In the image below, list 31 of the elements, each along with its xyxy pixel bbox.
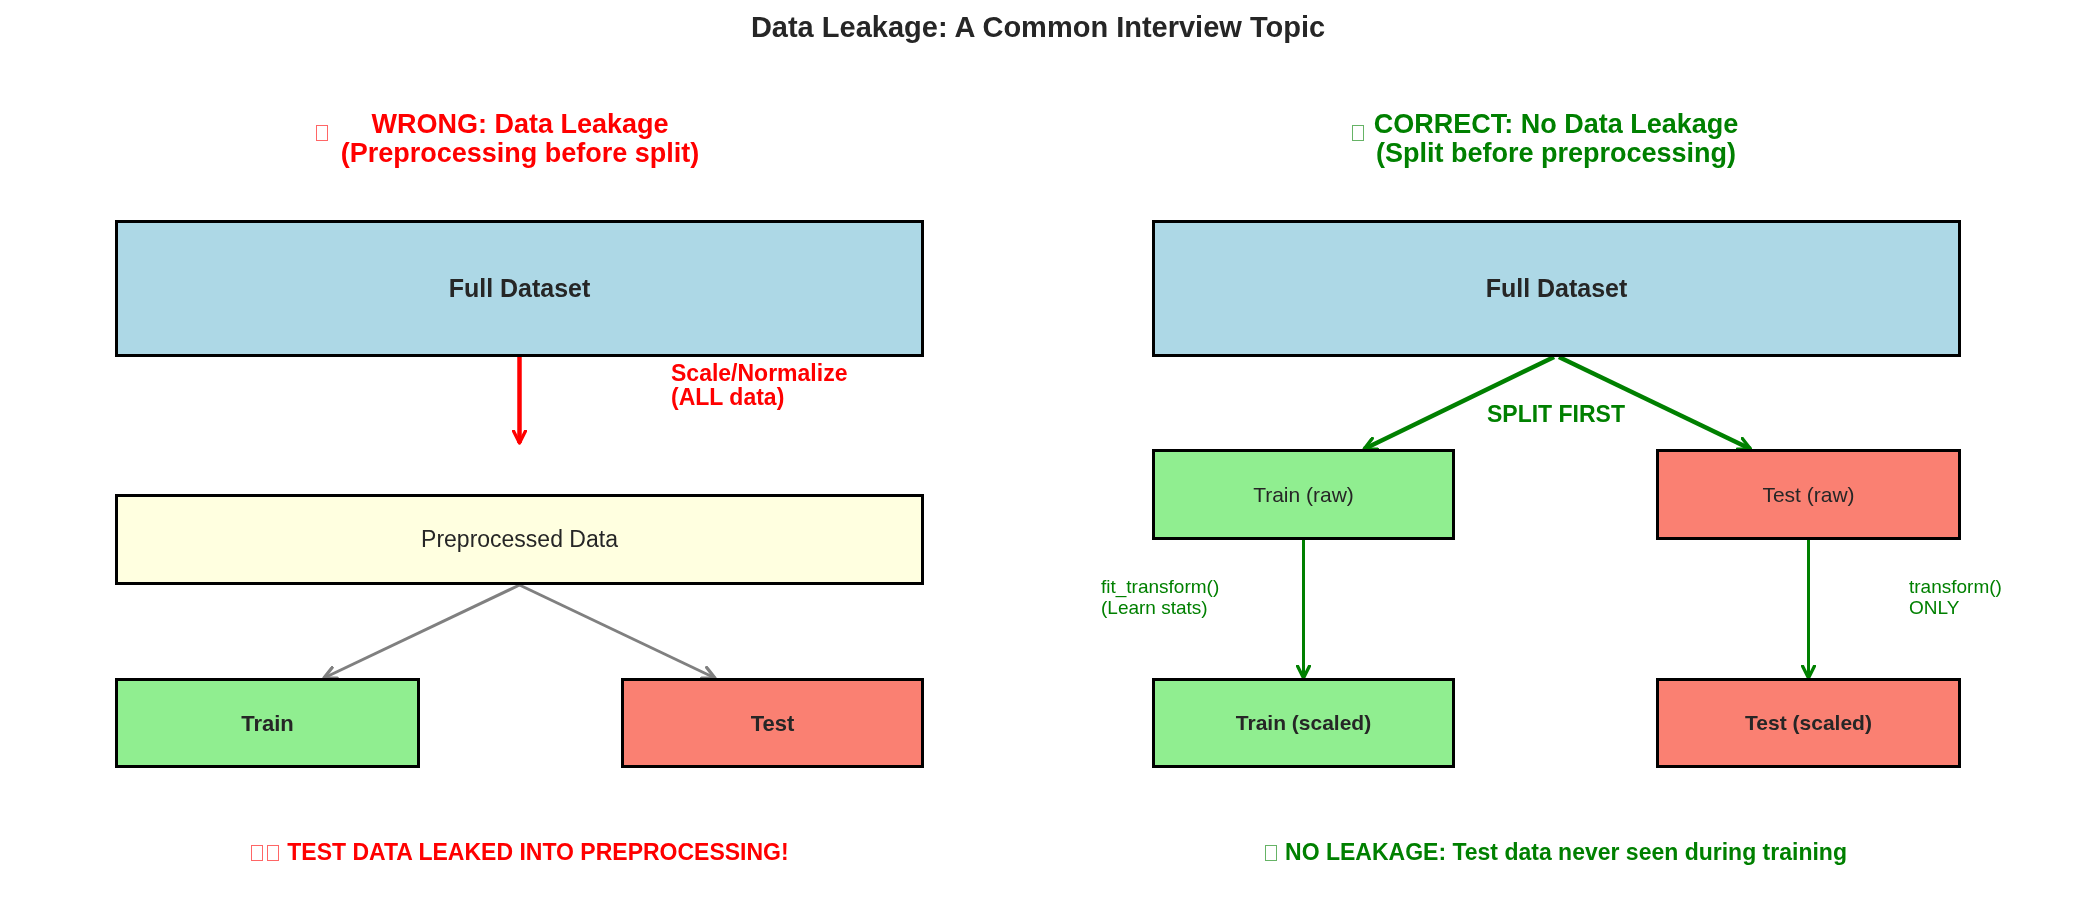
diagram-title: Data Leakage: A Common Interview Topic <box>750 10 1326 44</box>
box-text: Full Dataset <box>448 272 591 304</box>
panel-heading: WRONG: Data Leakage (Preprocessing before split) <box>339 110 701 168</box>
process-box <box>1656 678 1961 768</box>
note-text: TEST DATA LEAKED INTO PREPROCESSING! <box>287 839 789 865</box>
note-text: NO LEAKAGE: Test data never seen during training <box>1285 839 1847 865</box>
box-text: Train (scaled) <box>1235 710 1372 737</box>
annotation-text: Scale/Normalize (ALL data) <box>671 361 849 409</box>
box-text: Train <box>241 709 294 738</box>
process-box <box>1152 220 1961 357</box>
panel-heading: CORRECT: No Data Leakage (Split before preprocessing) <box>1372 110 1740 168</box>
process-box <box>1656 449 1961 540</box>
arrow <box>1800 540 1817 680</box>
box-text: Train (raw) <box>1253 481 1354 508</box>
arrow <box>511 357 528 445</box>
arrow <box>518 583 717 680</box>
annotation-text: transform() ONLY <box>1909 576 2003 618</box>
box-text: Test <box>750 709 795 738</box>
process-box <box>115 678 420 768</box>
box-text: Full Dataset <box>1485 272 1628 304</box>
process-box <box>1152 449 1455 540</box>
box-text: Test (raw) <box>1762 481 1855 508</box>
arrow <box>1295 540 1312 680</box>
process-box <box>1152 678 1455 768</box>
box-text: Test (scaled) <box>1745 710 1872 737</box>
box-text: Preprocessed Data <box>421 525 618 555</box>
annotation-text: SPLIT FIRST <box>1486 400 1626 428</box>
arrow <box>322 583 521 680</box>
process-box <box>115 220 924 357</box>
process-box <box>115 494 924 585</box>
process-box <box>621 678 924 768</box>
